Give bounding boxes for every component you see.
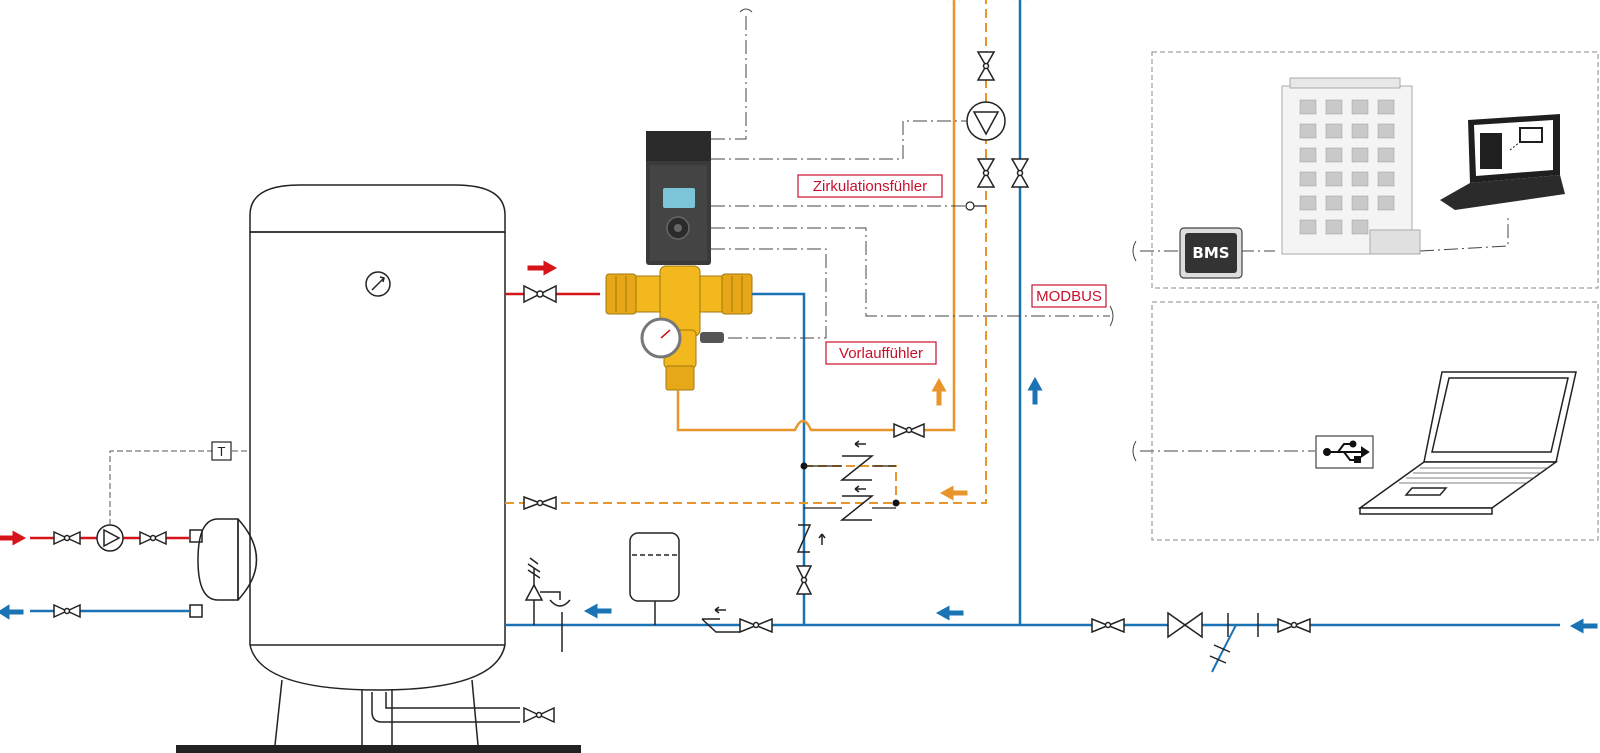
label-modbus: MODBUS: [1031, 284, 1107, 308]
circulation-sensor-symbol: [965, 201, 986, 211]
safety-valve-icon: [524, 557, 571, 652]
filter-drain: [1209, 613, 1259, 673]
building-windows: [1299, 99, 1395, 235]
pressure-gauge-icon: [365, 271, 391, 297]
floor: [176, 745, 581, 753]
bms-panel: [1151, 51, 1599, 289]
shutoff-valves: [523, 51, 1311, 724]
sensor-tie-marks: [739, 0, 1137, 462]
label-circulation-sensor: Zirkulationsfühler: [797, 174, 943, 198]
svg-text:Vorlauffühler: Vorlauffühler: [839, 345, 923, 362]
circulation-lines: [676, 0, 956, 432]
temp-sensor-label: T: [218, 444, 226, 459]
laptop-icon: [1440, 114, 1565, 210]
circulation-bypass-lines: [804, 465, 896, 509]
usb-panel: [1151, 301, 1599, 541]
expansion-vessel-icon: [629, 532, 680, 625]
storage-tank: [189, 184, 520, 746]
controller-unit: [646, 131, 711, 265]
flow-arrows-cold: [0, 376, 1598, 634]
svg-text:Zirkulationsfühler: Zirkulationsfühler: [813, 178, 927, 195]
usb-icon: [1323, 440, 1370, 463]
laptop-keyboard: [1399, 467, 1548, 484]
flow-arrows-circulation: [931, 377, 968, 501]
label-flow-sensor: Vorlauffühler: [825, 341, 937, 365]
bms-box: BMS: [1179, 227, 1243, 279]
check-valve-icon: [701, 440, 875, 633]
laptop-large-icon: [1357, 371, 1577, 515]
signal-lines: [711, 12, 1509, 452]
circulation-pump-top: [966, 101, 1006, 141]
temp-sensor-box: [211, 441, 232, 461]
flow-sensor-probe: [700, 332, 724, 343]
junction-dots: [800, 462, 900, 507]
mixing-valve-body: [605, 265, 753, 391]
shutoff-valve-hot: [523, 284, 557, 304]
heating-valves: [53, 530, 167, 619]
tank-temperature-sensor: [109, 450, 250, 525]
circulation-pump-icon: [96, 524, 124, 552]
svg-text:BMS: BMS: [1192, 244, 1229, 262]
svg-text:MODBUS: MODBUS: [1036, 288, 1102, 305]
thermometer-gauge-icon: [640, 317, 682, 359]
